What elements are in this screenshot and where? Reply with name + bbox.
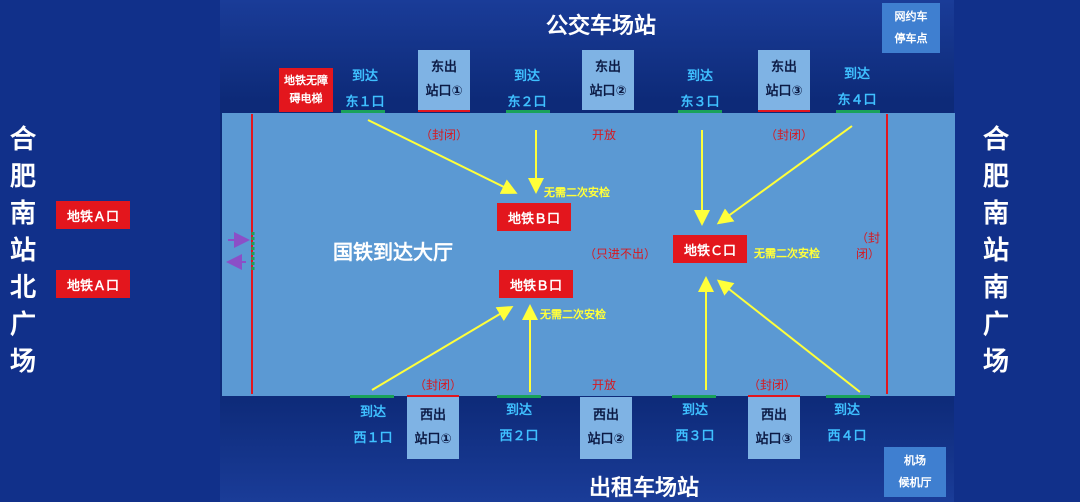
north-plaza-panel <box>0 0 220 502</box>
west-arrival-1-label: 到达 <box>359 405 386 420</box>
west-exit-1-label: 西出 <box>419 408 446 423</box>
west-arrival-1-label2: 西１口 <box>353 431 393 446</box>
west-arrival-4-label: 到达 <box>833 403 860 418</box>
arrow-west4-to-c <box>716 279 861 393</box>
west-exit-3[interactable]: 西出 站口③ <box>748 397 800 459</box>
west-arrival-2-label: 到达 <box>505 403 532 418</box>
west-arrival-3-marker <box>672 395 716 398</box>
east-arrival-2-label2: 东２口 <box>507 95 547 110</box>
east-arrival-4-marker <box>836 110 880 113</box>
arrival-hall <box>222 113 955 396</box>
west-arrival-3-label: 到达 <box>681 403 708 418</box>
metro-a-entrance-1[interactable]: 地铁Ａ口 <box>56 201 130 229</box>
metro-b-entrance-top[interactable]: 地铁Ｂ口 <box>497 203 571 231</box>
metro-c-no-security: 无需二次安检 <box>754 247 820 260</box>
elevator-label-1: 地铁无障 <box>284 74 328 87</box>
west-exit-3-label2: 站口③ <box>755 432 793 447</box>
arrow-west1-to-b <box>371 305 514 391</box>
east-exit-3-label2: 站口③ <box>765 84 803 99</box>
west-arrival-2[interactable]: 到达 西２口 <box>496 398 542 450</box>
west-arrival-3-label2: 西３口 <box>675 429 715 444</box>
east-exit-1-status: （封闭） <box>420 128 469 142</box>
metro-a-entrance-2[interactable]: 地铁Ａ口 <box>56 270 130 298</box>
west-arrival-4[interactable]: 到达 西４口 <box>824 398 870 450</box>
ride-hailing-pickup[interactable]: 网约车 停车点 <box>882 3 940 53</box>
east-arrival-4-label2: 东４口 <box>837 93 877 108</box>
east-exit-1[interactable]: 东出 站口① <box>418 50 470 110</box>
east-exit-1-label: 东出 <box>430 60 457 75</box>
west-exit-2-label2: 站口② <box>587 432 625 447</box>
elevator-label-2: 碍电梯 <box>289 92 323 105</box>
east-exit-2-label2: 站口② <box>589 84 627 99</box>
west-exit-3-status: （封闭） <box>748 378 797 392</box>
hall-title: 国铁到达大厅 <box>333 240 453 264</box>
east-arrival-4[interactable]: 到达 东４口 <box>834 62 880 114</box>
west-exit-2[interactable]: 西出 站口② <box>580 397 632 459</box>
west-arrival-1[interactable]: 到达 西１口 <box>350 400 396 452</box>
east-exit-3-label: 东出 <box>770 60 797 75</box>
east-arrival-1-marker <box>341 110 385 113</box>
east-arrival-3[interactable]: 到达 东３口 <box>677 64 723 116</box>
west-arrival-2-label2: 西２口 <box>499 429 539 444</box>
east-exit-2[interactable]: 东出 站口② <box>582 50 634 110</box>
west-exit-1-closed-marker <box>407 395 459 397</box>
metro-c-only-entry: （只进不出） <box>584 247 657 261</box>
east-arrival-1-label: 到达 <box>351 69 378 84</box>
airport-lounge[interactable]: 机场 候机厅 <box>884 447 946 497</box>
east-exit-1-closed-marker <box>418 110 470 112</box>
metro-b-top-no-security: 无需二次安检 <box>544 186 610 199</box>
west-arrival-4-marker <box>826 395 870 398</box>
bus-station-title: 公交车场站 <box>546 14 657 39</box>
metro-c-entrance[interactable]: 地铁Ｃ口 <box>673 235 747 263</box>
west-arrival-2-marker <box>497 395 541 398</box>
airport-label-1: 机场 <box>904 454 926 467</box>
west-arrival-4-label2: 西４口 <box>827 429 867 444</box>
arrow-east4-to-c <box>716 125 853 225</box>
west-exit-2-label: 西出 <box>592 408 619 423</box>
east-exit-3[interactable]: 东出 站口③ <box>758 50 810 110</box>
south-plaza-label: 合肥南站南广场 <box>982 125 1009 377</box>
east-exit-2-status: 开放 <box>592 128 617 142</box>
taxi-station-title: 出租车场站 <box>589 476 700 501</box>
east-arrival-3-label: 到达 <box>686 69 713 84</box>
east-arrival-1-label2: 东１口 <box>345 95 385 110</box>
west-exit-3-closed-marker <box>748 395 800 397</box>
west-arrival-1-marker <box>350 395 394 398</box>
metro-b-bottom-no-security: 无需二次安检 <box>540 308 606 321</box>
west-exit-1-status: （封闭） <box>414 378 463 392</box>
east-exit-2-label: 东出 <box>594 60 621 75</box>
accessible-elevator[interactable]: 地铁无障 碍电梯 <box>279 68 333 112</box>
east-arrival-2-label: 到达 <box>513 69 540 84</box>
east-arrival-4-label: 到达 <box>843 67 870 82</box>
ride-hailing-label-2: 停车点 <box>894 32 928 45</box>
west-arrival-3[interactable]: 到达 西３口 <box>672 398 718 450</box>
south-plaza-panel <box>954 0 1080 502</box>
metro-b-entrance-bottom[interactable]: 地铁Ｂ口 <box>499 270 573 298</box>
west-exit-3-label: 西出 <box>760 408 787 423</box>
west-exit-1-label2: 站口① <box>414 432 452 447</box>
north-plaza-label: 合肥南站北广场 <box>9 125 36 377</box>
east-arrival-1[interactable]: 到达 东１口 <box>342 64 388 116</box>
east-arrival-3-marker <box>678 110 722 113</box>
ride-hailing-label-1: 网约车 <box>894 10 928 23</box>
west-exit-2-status: 开放 <box>592 378 617 392</box>
east-arrival-3-label2: 东３口 <box>680 95 720 110</box>
east-exit-3-closed-marker <box>758 110 810 112</box>
east-arrival-2[interactable]: 到达 东２口 <box>504 64 550 116</box>
arrow-east1-to-b <box>367 119 518 194</box>
west-exit-1[interactable]: 西出 站口① <box>407 397 459 459</box>
east-exit-1-label2: 站口① <box>425 84 463 99</box>
airport-label-2: 候机厅 <box>898 476 932 489</box>
east-exit-3-status: （封闭） <box>765 128 814 142</box>
east-arrival-2-marker <box>506 110 550 113</box>
east-wall <box>886 114 888 394</box>
